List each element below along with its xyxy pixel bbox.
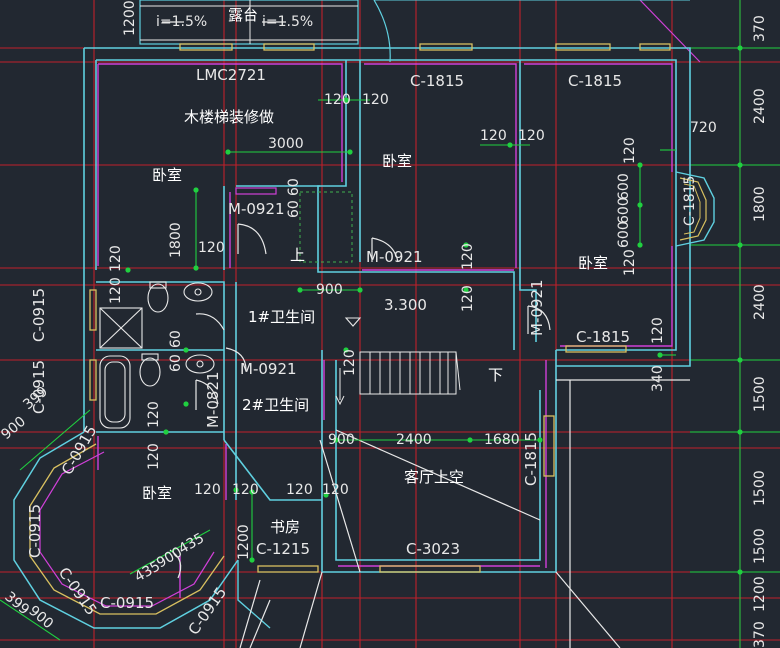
stairs: [299, 191, 461, 406]
window-label-c1215: C-1215: [256, 540, 310, 558]
room-label-bedroom-n: 卧室: [382, 152, 412, 170]
dim-60: 60: [286, 200, 302, 218]
window-label-c0915-f: C-0915: [100, 594, 154, 612]
dim-120: 120: [622, 249, 638, 276]
dim-120: 120: [650, 317, 666, 344]
room-label-wc2: 2#卫生间: [242, 396, 309, 414]
octagon-room: [13, 431, 271, 629]
dim-900: 900: [0, 414, 29, 443]
dim-right-1500: 1500: [752, 470, 768, 506]
stair-down-label: 下: [488, 366, 503, 384]
window-label-c0915-a: C-0915: [30, 288, 48, 342]
dim-right-1500: 1500: [752, 528, 768, 564]
dim-1200-study: 1200: [236, 524, 252, 560]
dim-2400: 2400: [396, 432, 432, 448]
slope-label-2: i=1.5%: [262, 14, 313, 30]
wall-inner-faces: [97, 63, 673, 598]
lmc-label: LMC2721: [196, 66, 266, 84]
window-label-c1815-b: C-1815: [568, 72, 622, 90]
dim-120: 120: [622, 137, 638, 164]
windows: [89, 43, 671, 573]
dim-900: 900: [328, 432, 355, 448]
dim-120: 120: [146, 443, 162, 470]
room-label-study: 书房: [270, 518, 300, 536]
dim-120: 120: [324, 92, 351, 108]
dim-600: 600: [616, 173, 632, 200]
dim-right-1200: 1200: [752, 576, 768, 612]
room-label-bedroom-e: 卧室: [578, 254, 608, 272]
dim-120: 120: [286, 482, 313, 498]
dim-120: 120: [108, 277, 124, 304]
dim-600: 600: [616, 221, 632, 248]
outer-walls: [83, 47, 691, 573]
right-dimension-chain: [690, 0, 780, 648]
door-label-m0921-d: M-0921: [240, 360, 297, 378]
dim-120: 120: [460, 243, 476, 270]
terrace: [139, 0, 701, 63]
dim-right-370-bot: 370: [752, 621, 768, 648]
door-label-m0921-a: M-0921: [228, 200, 285, 218]
dim-120: 120: [362, 92, 389, 108]
dim-right-2400: 2400: [752, 88, 768, 124]
stair-finish-note: 木楼梯装修做: [184, 108, 274, 126]
dim-720: 720: [690, 120, 717, 136]
dim-120: 120: [194, 482, 221, 498]
dim-3000: 3000: [268, 136, 304, 152]
dim-right-370-top: 370: [752, 15, 768, 42]
doors: [169, 187, 551, 579]
stair-up-label: 上: [290, 246, 305, 264]
dim-120: 120: [232, 482, 259, 498]
dim-60: 60: [286, 178, 302, 196]
bay-window: [675, 171, 715, 247]
door-label-m0921-b: M-0921: [366, 248, 423, 266]
room-label-bedroom-sw: 卧室: [142, 484, 172, 502]
dim-60: 60: [168, 330, 184, 348]
slope-label-1: i=1.5%: [156, 14, 207, 30]
dim-60: 60: [168, 354, 184, 372]
dim-1680: 1680: [484, 432, 520, 448]
terrace-label: 露台: [228, 6, 258, 24]
window-label-c0915-d: C-0915: [26, 504, 44, 558]
door-label-m0921-c: M-0921: [528, 279, 546, 336]
elevation-marker-icon: [344, 317, 362, 327]
window-label-c1815-c: C-1815: [576, 328, 630, 346]
window-label-c3023: C-3023: [406, 540, 460, 558]
dim-120: 120: [146, 401, 162, 428]
dim-120: 120: [342, 349, 358, 376]
dim-120: 120: [518, 128, 545, 144]
dim-right-2400: 2400: [752, 284, 768, 320]
dim-1800: 1800: [168, 222, 184, 258]
door-label-m0821: M-0821: [204, 371, 222, 428]
dimension-lines: [0, 99, 676, 641]
window-label-c1815-bay: C-1815: [682, 176, 698, 226]
dim-600: 600: [616, 197, 632, 224]
dim-900: 900: [316, 282, 343, 298]
dimension-ticks: [125, 45, 743, 575]
floor-elevation-label: 3.300: [384, 296, 427, 314]
room-label-wc1: 1#卫生间: [248, 308, 315, 326]
dim-right-1800: 1800: [752, 186, 768, 222]
dim-120: 120: [108, 245, 124, 272]
window-label-c1815-a: C-1815: [410, 72, 464, 90]
dim-120: 120: [322, 482, 349, 498]
dim-120: 120: [480, 128, 507, 144]
dim-1200-top: 1200: [122, 0, 138, 36]
dim-right-1500: 1500: [752, 376, 768, 412]
dim-120: 120: [460, 285, 476, 312]
dim-340: 340: [650, 365, 666, 392]
room-label-bedroom-nw: 卧室: [152, 166, 182, 184]
bathroom-fixtures: [99, 281, 215, 429]
room-label-living-void: 客厅上空: [404, 468, 464, 486]
dim-120: 120: [198, 240, 225, 256]
window-label-c1815-right: C-1815: [522, 432, 540, 486]
window-label-c0915-b: C-0915: [30, 360, 48, 414]
roof-lines: [239, 379, 690, 648]
